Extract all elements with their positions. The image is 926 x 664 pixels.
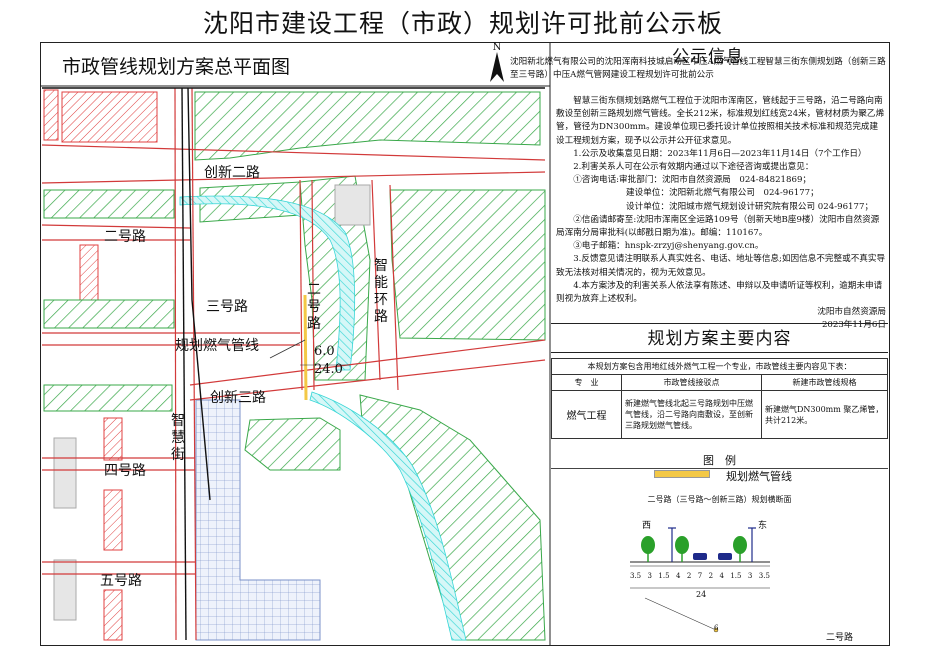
contact-builder: 建设单位：沈阳新北燃气有限公司 024-96177； — [626, 188, 819, 199]
red-block-6 — [103, 589, 123, 641]
dim: 7 — [697, 572, 703, 580]
cross-section-total-width: 24 — [696, 590, 707, 599]
notice-intro: 智慧三街东侧规划路燃气工程位于沈阳市浑南区，管线起于三号路，沿二号路向南敷设至创… — [556, 96, 885, 146]
boundary-lines — [42, 87, 545, 641]
contact-designer: 设计单位：沈阳城市燃气规划设计研究院有限公司 024-96177； — [626, 201, 874, 212]
road-lines — [41, 87, 546, 641]
cross-section-drawing — [630, 527, 770, 633]
red-block-1 — [43, 89, 59, 141]
gas-pipe-position-icon — [713, 627, 719, 633]
notice-date: 2023年11月6日 — [821, 320, 886, 331]
notice-email: ③电子邮箱：hnspk-zrzyj@shenyang.gov.cn。 — [573, 241, 764, 252]
tree-icons — [641, 536, 747, 554]
gray-block-1 — [334, 184, 371, 226]
plan-cell-spec: 新建燃气DN300mm 聚乙烯管，共计212米。 — [761, 390, 888, 439]
legend-title: 图 例 — [551, 452, 888, 469]
label-chuangxin-2-road: 创新二路 — [204, 165, 260, 181]
planned-gas-pipeline — [303, 294, 308, 401]
cyan-canal-south — [309, 391, 467, 641]
label-gas-pipeline: 规划燃气管线 — [175, 338, 259, 354]
main-title: 沈阳市建设工程（市政）规划许可批前公示板 — [202, 9, 723, 38]
dim: 3 — [747, 572, 753, 580]
notice-item-1: 1.公示及收集意见日期：2023年11月6日—2023年11月14日（7个工作日… — [573, 148, 867, 159]
dim: 2 — [686, 572, 692, 580]
dim: 2 — [708, 572, 714, 580]
dim: 3.5 — [758, 572, 770, 580]
green-block-north — [194, 91, 541, 161]
notice-mail: ②信函请邮寄至:沈阳市浑南区全运路109号（创新天地B座9楼）沈阳市自然资源局浑… — [556, 214, 880, 239]
label-erhao-road: 二号路 — [104, 229, 146, 245]
gas-pipeline-leader — [269, 339, 306, 359]
notice-item-3: 3.反馈意见请注明联系人真实姓名、电话、地址等信息;如因信息不完整或不真实导致无… — [556, 254, 886, 278]
green-left-3 — [43, 384, 173, 412]
green-left-1 — [43, 189, 175, 219]
label-chuangxin-3-road: 创新三路 — [210, 390, 266, 406]
car-icons — [693, 553, 732, 560]
label-erhao-road-bottom: 二号路 — [826, 633, 854, 643]
green-block-south — [244, 417, 341, 471]
label-offset-dimension: 6.0 — [314, 344, 335, 359]
label-wuhao-road: 五号路 — [100, 573, 142, 589]
lamp-icons — [668, 527, 756, 562]
cyan-canal-north — [179, 195, 356, 371]
project-header: 沈阳新北燃气有限公司的沈阳浑南科技城启动区中压A燃气管线工程智慧三街东侧规划路（… — [510, 57, 886, 80]
dim: 1.5 — [730, 572, 742, 580]
label-zhineng-ring-road: 智能环路 — [374, 258, 388, 325]
plan-cell-connection: 新建燃气管线北起三号路规划中压燃气管线，沿二号路向南敷设，至创新三路规划燃气管线… — [621, 390, 762, 439]
green-block-east — [389, 189, 546, 341]
notice-item-2: 2.利害关系人可在公示有效期内通过以下途径咨询或提出意见： — [573, 162, 814, 173]
plan-cell-discipline: 燃气工程 — [551, 390, 622, 439]
cross-section-title: 二号路（三号路～创新三路）规划横断面 — [647, 495, 792, 504]
label-sihao-road: 四号路 — [104, 463, 146, 479]
cross-section-pipe-offset: 6 — [714, 624, 719, 632]
red-block-5 — [103, 489, 123, 551]
map-title: 市政管线规划方案总平面图 — [62, 56, 291, 78]
dim: 4 — [675, 572, 681, 580]
cross-section-east: 东 — [758, 521, 768, 531]
label-zhihui-street: 智慧街 — [171, 413, 185, 463]
gray-block-2 — [53, 437, 77, 509]
red-block-4 — [103, 417, 123, 461]
north-arrow-icon — [490, 52, 504, 82]
green-left-2 — [43, 299, 175, 329]
board-frame — [40, 42, 890, 646]
label-sanhao-road: 三号路 — [206, 299, 248, 315]
dim: 3 — [647, 572, 653, 580]
plan-table: 本规划方案包含用地红线外燃气工程一个专业，市政管线主要内容见下表： 专 业 市政… — [551, 358, 888, 439]
cross-section-west: 西 — [642, 521, 652, 531]
dim: 1.5 — [658, 572, 670, 580]
plan-title: 规划方案主要内容 — [551, 323, 888, 353]
label-erhao-road-vertical: 二号路 — [307, 282, 321, 332]
notice-body: 智慧三街东侧规划路燃气工程位于沈阳市浑南区，管线起于三号路，沿二号路向南敷设至创… — [556, 95, 886, 333]
notice-item-4: 4.本方案涉及的利害关系人依法享有陈述、申辩以及申请听证等权利，逾期未申请则视为… — [556, 280, 883, 305]
gray-block-3 — [53, 559, 77, 621]
dim: 3.5 — [630, 572, 642, 580]
label-road-width-dimension: 24.0 — [314, 362, 343, 377]
plan-header-spec: 新建市政管线规格 — [761, 374, 888, 391]
dim: 4 — [719, 572, 724, 580]
north-label: N — [492, 42, 502, 53]
cross-section-dimensions: 3.5 3 1.5 4 2 7 2 4 1.5 3 3.5 — [630, 572, 770, 580]
contact-approval: ①咨询电话:审批部门：沈阳市自然资源局 024-84821869； — [573, 175, 812, 186]
legend-gas-line-label: 规划燃气管线 — [726, 470, 792, 483]
plan-header-connection: 市政管线接驳点 — [621, 374, 762, 391]
plan-summary: 本规划方案包含用地红线外燃气工程一个专业，市政管线主要内容见下表： — [551, 358, 888, 375]
legend-gas-line-swatch — [654, 470, 710, 478]
notice-title: 公示信息 — [672, 47, 744, 67]
notice-issuer: 沈阳市自然资源局 — [817, 307, 886, 318]
red-block-2 — [61, 91, 158, 143]
red-block-3 — [79, 244, 99, 301]
plan-header-discipline: 专 业 — [551, 374, 622, 391]
